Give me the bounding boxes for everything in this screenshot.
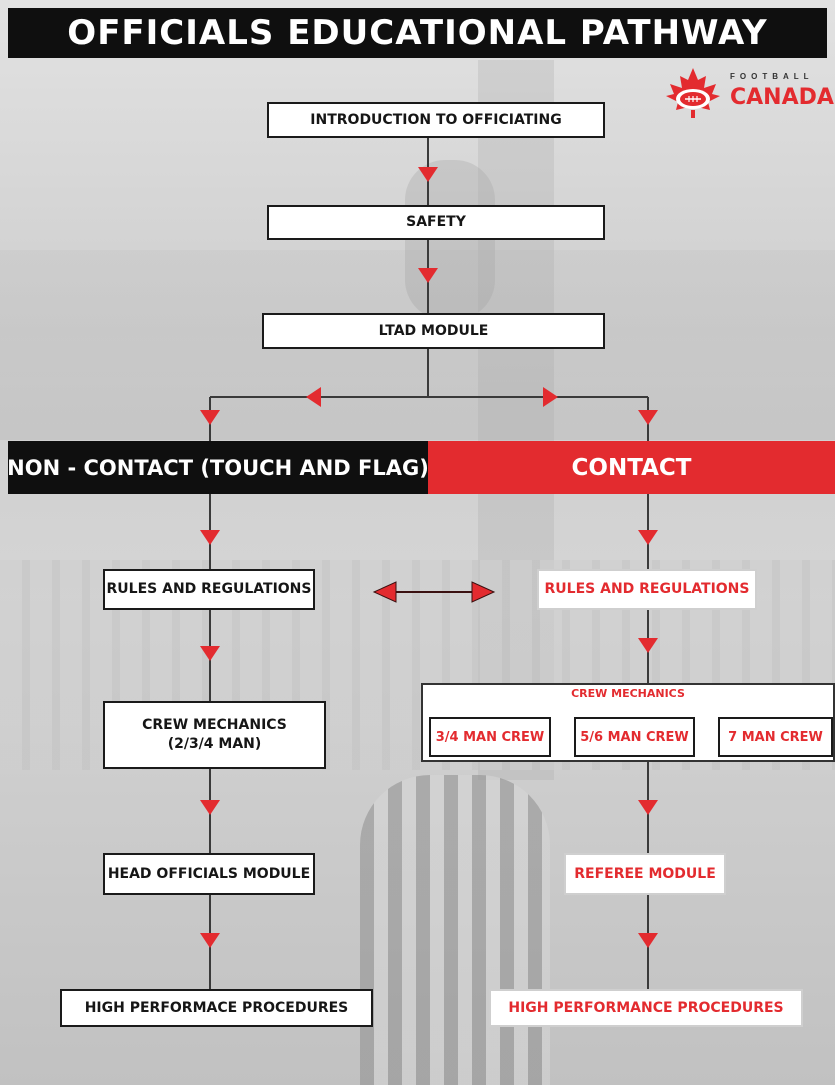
crew-option-3-4: 3/4 MAN CREW: [429, 717, 551, 757]
non-contact-head-officials-box: HEAD OFFICIALS MODULE: [103, 853, 315, 895]
crew-option-7: 7 MAN CREW: [718, 717, 833, 757]
arrow-down: [200, 646, 220, 661]
arrow-down: [200, 933, 220, 948]
non-contact-stream-header: NON - CONTACT (TOUCH AND FLAG): [7, 441, 429, 494]
arrow-down: [200, 410, 220, 425]
contact-crew-mechanics-panel: CREW MECHANICS 3/4 MAN CREW 5/6 MAN CREW…: [421, 683, 835, 762]
logo-top-text: FOOTBALL: [730, 72, 814, 81]
arrow-down: [200, 530, 220, 545]
arrow-left: [306, 387, 321, 407]
step-ltad-module: LTAD MODULE: [262, 313, 605, 349]
arrow-down: [638, 638, 658, 653]
arrow-down: [418, 268, 438, 283]
maple-leaf-football-icon: [666, 68, 720, 118]
contact-stream-header: CONTACT: [428, 441, 835, 494]
arrow-down: [638, 530, 658, 545]
contact-rules-box: RULES AND REGULATIONS: [537, 569, 757, 610]
arrow-down: [200, 800, 220, 815]
non-contact-rules-box: RULES AND REGULATIONS: [103, 569, 315, 610]
arrow-down: [638, 800, 658, 815]
contact-referee-module-box: REFEREE MODULE: [564, 853, 726, 895]
arrow-down: [638, 410, 658, 425]
logo-main-text: CANADA: [730, 85, 834, 110]
arrow-down: [638, 933, 658, 948]
crew-option-5-6: 5/6 MAN CREW: [574, 717, 695, 757]
background-referee-top: [405, 160, 495, 320]
step-introduction: INTRODUCTION TO OFFICIATING: [267, 102, 605, 138]
non-contact-high-performance-box: HIGH PERFORMACE PROCEDURES: [60, 989, 373, 1027]
step-safety: SAFETY: [267, 205, 605, 240]
double-arrow-icon: [372, 581, 496, 603]
non-contact-crew-box: CREW MECHANICS (2/3/4 MAN): [103, 701, 326, 769]
arrow-right: [543, 387, 558, 407]
background-referee-jersey: [360, 775, 550, 1085]
contact-crew-title: CREW MECHANICS: [571, 687, 685, 700]
arrow-down: [418, 167, 438, 182]
football-canada-logo: FOOTBALL CANADA: [660, 66, 834, 120]
page-title: OFFICIALS EDUCATIONAL PATHWAY: [8, 8, 827, 58]
contact-high-performance-box: HIGH PERFORMANCE PROCEDURES: [489, 989, 803, 1027]
